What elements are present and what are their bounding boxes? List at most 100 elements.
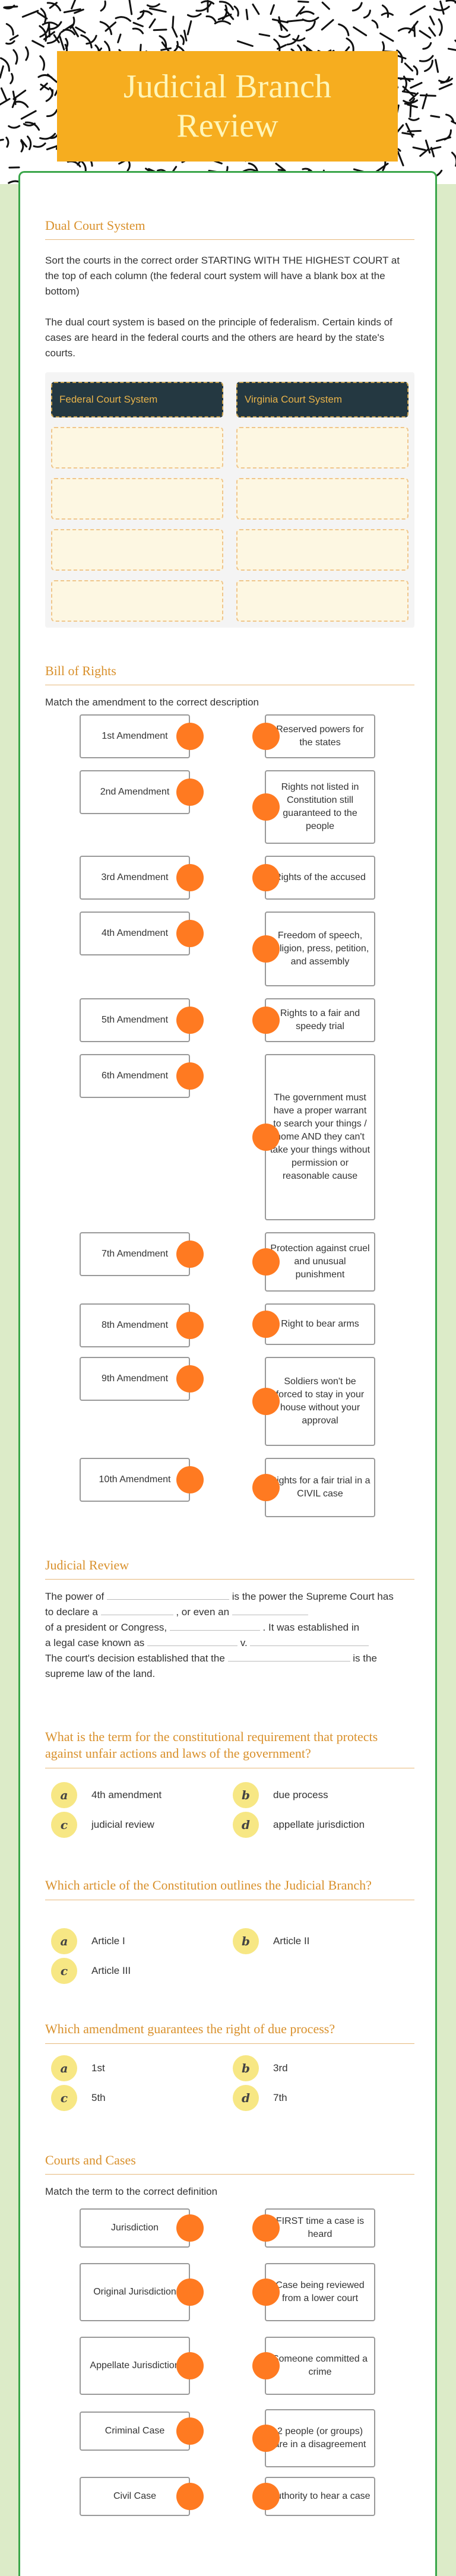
pattern-stroke — [440, 76, 451, 84]
blank-input[interactable] — [250, 1635, 369, 1646]
courts-cases-heading: Courts and Cases — [45, 2153, 414, 2175]
match-left-item[interactable]: Appellate Jurisdiction — [80, 2337, 190, 2395]
match-right-item[interactable]: Rights to a fair and speedy trial — [265, 998, 375, 1042]
match-right-item[interactable]: Protection against cruel and unusual pun… — [265, 1232, 375, 1292]
match-right-item[interactable]: Authority to hear a case — [265, 2477, 375, 2516]
connector-dot[interactable] — [252, 2483, 280, 2510]
blank-input[interactable] — [106, 1589, 229, 1600]
connector-dot[interactable] — [252, 2425, 280, 2452]
answer-option[interactable]: c judicial review — [51, 1812, 154, 1838]
fill-text: The court's decision established that th… — [45, 1653, 225, 1664]
drop-slot[interactable] — [236, 580, 408, 622]
connector-dot[interactable] — [252, 793, 280, 821]
connector-dot[interactable] — [176, 2417, 204, 2445]
option-text: Article III — [91, 1965, 131, 1976]
connector-dot[interactable] — [252, 1388, 280, 1415]
match-left-item[interactable]: 2nd Amendment — [80, 770, 190, 814]
pattern-stroke — [371, 19, 379, 29]
connector-dot[interactable] — [176, 1365, 204, 1393]
answer-option[interactable]: a 4th amendment — [51, 1782, 162, 1808]
connector-dot[interactable] — [252, 1124, 280, 1151]
connector-dot[interactable] — [176, 1240, 204, 1268]
answer-option[interactable]: d appellate jurisdiction — [233, 1812, 365, 1838]
connector-dot[interactable] — [252, 2352, 280, 2379]
match-right-item[interactable]: Rights for a fair trial in a CIVIL case — [265, 1458, 375, 1517]
connector-dot[interactable] — [176, 1007, 204, 1034]
pattern-stroke — [48, 22, 50, 37]
answer-option[interactable]: c 5th — [51, 2085, 106, 2111]
blank-input[interactable] — [147, 1635, 238, 1646]
drop-slot[interactable] — [51, 478, 223, 520]
connector-dot[interactable] — [176, 864, 204, 891]
connector-dot[interactable] — [252, 2278, 280, 2306]
connector-dot[interactable] — [176, 2278, 204, 2306]
blank-input[interactable] — [100, 1605, 173, 1615]
match-left-item[interactable]: 3rd Amendment — [80, 856, 190, 900]
drop-slot[interactable] — [236, 427, 408, 469]
option-letter: b — [233, 2055, 259, 2081]
match-left-item[interactable]: 5th Amendment — [80, 998, 190, 1042]
answer-option[interactable]: b Article II — [233, 1928, 309, 1954]
connector-dot[interactable] — [252, 1311, 280, 1338]
pattern-stroke — [12, 89, 27, 100]
connector-dot[interactable] — [176, 920, 204, 947]
connector-dot[interactable] — [176, 2214, 204, 2242]
match-right-item[interactable]: Rights of the accused — [265, 856, 375, 900]
connector-dot[interactable] — [176, 2352, 204, 2379]
connector-dot[interactable] — [176, 2483, 204, 2510]
blank-input[interactable] — [227, 1651, 350, 1662]
connector-dot[interactable] — [176, 779, 204, 806]
answer-option[interactable]: d 7th — [233, 2085, 287, 2111]
connector-dot[interactable] — [252, 2214, 280, 2242]
connector-dot[interactable] — [176, 1062, 204, 1090]
connector-dot[interactable] — [252, 864, 280, 891]
match-right-item[interactable]: FIRST time a case is heard — [265, 2208, 375, 2248]
answer-option[interactable]: c Article III — [51, 1958, 131, 1984]
match-right-item[interactable]: 2 people (or groups) are in a disagreeme… — [265, 2409, 375, 2467]
pattern-stroke — [363, 10, 371, 19]
blank-input[interactable] — [232, 1605, 308, 1615]
match-right-item[interactable]: The government must have a proper warran… — [265, 1054, 375, 1220]
match-right-item[interactable]: Rights not listed in Constitution still … — [265, 770, 375, 844]
connector-dot[interactable] — [252, 935, 280, 963]
match-left-item[interactable]: 6th Amendment — [80, 1054, 190, 1098]
drop-slot[interactable] — [51, 580, 223, 622]
match-right-item[interactable]: Reserved powers for the states — [265, 714, 375, 758]
match-left-item[interactable]: Civil Case — [80, 2477, 190, 2516]
match-right-item[interactable]: Freedom of speech, religion, press, peti… — [265, 912, 375, 986]
pattern-stroke — [410, 5, 426, 15]
match-left-item[interactable]: 10th Amendment — [80, 1458, 190, 1502]
connector-dot[interactable] — [252, 1474, 280, 1501]
answer-option[interactable]: a Article I — [51, 1928, 125, 1954]
connector-dot[interactable] — [176, 723, 204, 750]
match-left-item[interactable]: 8th Amendment — [80, 1303, 190, 1347]
dual-court-instruction: Sort the courts in the correct order STA… — [45, 255, 400, 297]
connector-dot[interactable] — [176, 1312, 204, 1339]
match-left-item[interactable]: 1st Amendment — [80, 714, 190, 758]
blank-input[interactable] — [169, 1620, 260, 1631]
match-right-item[interactable]: Case being reviewed from a lower court — [265, 2263, 375, 2321]
pattern-stroke — [422, 42, 432, 50]
pattern-stroke — [409, 101, 412, 118]
connector-dot[interactable] — [252, 1248, 280, 1276]
drop-slot[interactable] — [51, 529, 223, 571]
match-right-item[interactable]: Right to bear arms — [265, 1303, 375, 1345]
match-left-item[interactable]: Original Jurisdiction — [80, 2263, 190, 2321]
answer-option[interactable]: b due process — [233, 1782, 328, 1808]
drop-slot[interactable] — [236, 478, 408, 520]
match-left-item[interactable]: 4th Amendment — [80, 912, 190, 955]
drop-slot[interactable] — [51, 427, 223, 469]
match-left-item[interactable]: Jurisdiction — [80, 2208, 190, 2248]
answer-option[interactable]: a 1st — [51, 2055, 105, 2081]
match-left-item[interactable]: 7th Amendment — [80, 1232, 190, 1276]
drop-slot[interactable] — [236, 529, 408, 571]
connector-dot[interactable] — [176, 1466, 204, 1493]
match-left-item[interactable]: 9th Amendment — [80, 1357, 190, 1401]
match-left-item[interactable]: Criminal Case — [80, 2412, 190, 2451]
match-right-item[interactable]: Someone committed a crime — [265, 2337, 375, 2395]
connector-dot[interactable] — [252, 723, 280, 750]
connector-dot[interactable] — [252, 1007, 280, 1034]
pattern-stroke — [37, 74, 53, 79]
match-right-item[interactable]: Soldiers won't be forced to stay in your… — [265, 1357, 375, 1446]
answer-option[interactable]: b 3rd — [233, 2055, 288, 2081]
